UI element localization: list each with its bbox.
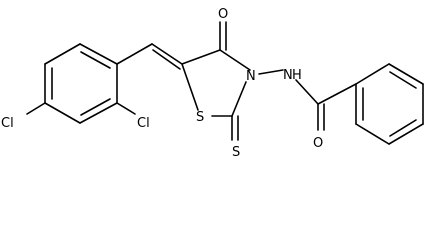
atom-s-ring: S bbox=[196, 110, 204, 125]
bond bbox=[295, 79, 319, 105]
atom-h-amide: H bbox=[292, 68, 302, 83]
aromatic-bond bbox=[389, 119, 417, 137]
bond bbox=[181, 49, 221, 65]
bond bbox=[116, 102, 136, 115]
bond bbox=[44, 43, 81, 65]
bond bbox=[355, 123, 390, 145]
benzoyl-ring bbox=[355, 63, 424, 145]
bond bbox=[79, 43, 118, 65]
aromatic-bond bbox=[80, 98, 111, 116]
bond bbox=[151, 43, 183, 65]
atom-n-amide: N bbox=[283, 68, 293, 83]
bond bbox=[258, 69, 284, 75]
bond bbox=[181, 63, 199, 111]
thiazolidine-ring bbox=[181, 49, 251, 117]
bond bbox=[219, 49, 251, 71]
atom-cl-para: Cl bbox=[1, 116, 14, 131]
molecule-structure: Cl Cl O S N S N H O bbox=[1, 7, 424, 158]
atom-n-ring: N bbox=[246, 69, 256, 84]
atom-o-carbonyl: O bbox=[218, 7, 228, 22]
aromatic-bond bbox=[80, 51, 111, 69]
bond bbox=[231, 81, 247, 117]
atom-cl-ortho: Cl bbox=[137, 116, 150, 131]
bond bbox=[317, 83, 357, 105]
bond bbox=[388, 63, 424, 85]
bond bbox=[26, 102, 46, 115]
double-bond bbox=[152, 49, 181, 70]
bond bbox=[79, 102, 118, 124]
dichlorophenyl-ring bbox=[44, 43, 118, 124]
aromatic-bond bbox=[389, 71, 417, 89]
bond bbox=[44, 102, 81, 124]
bond bbox=[355, 63, 390, 85]
atom-o-amide: O bbox=[313, 136, 323, 151]
bond bbox=[116, 43, 153, 65]
atom-s-thione: S bbox=[232, 145, 240, 158]
bond bbox=[388, 123, 424, 145]
